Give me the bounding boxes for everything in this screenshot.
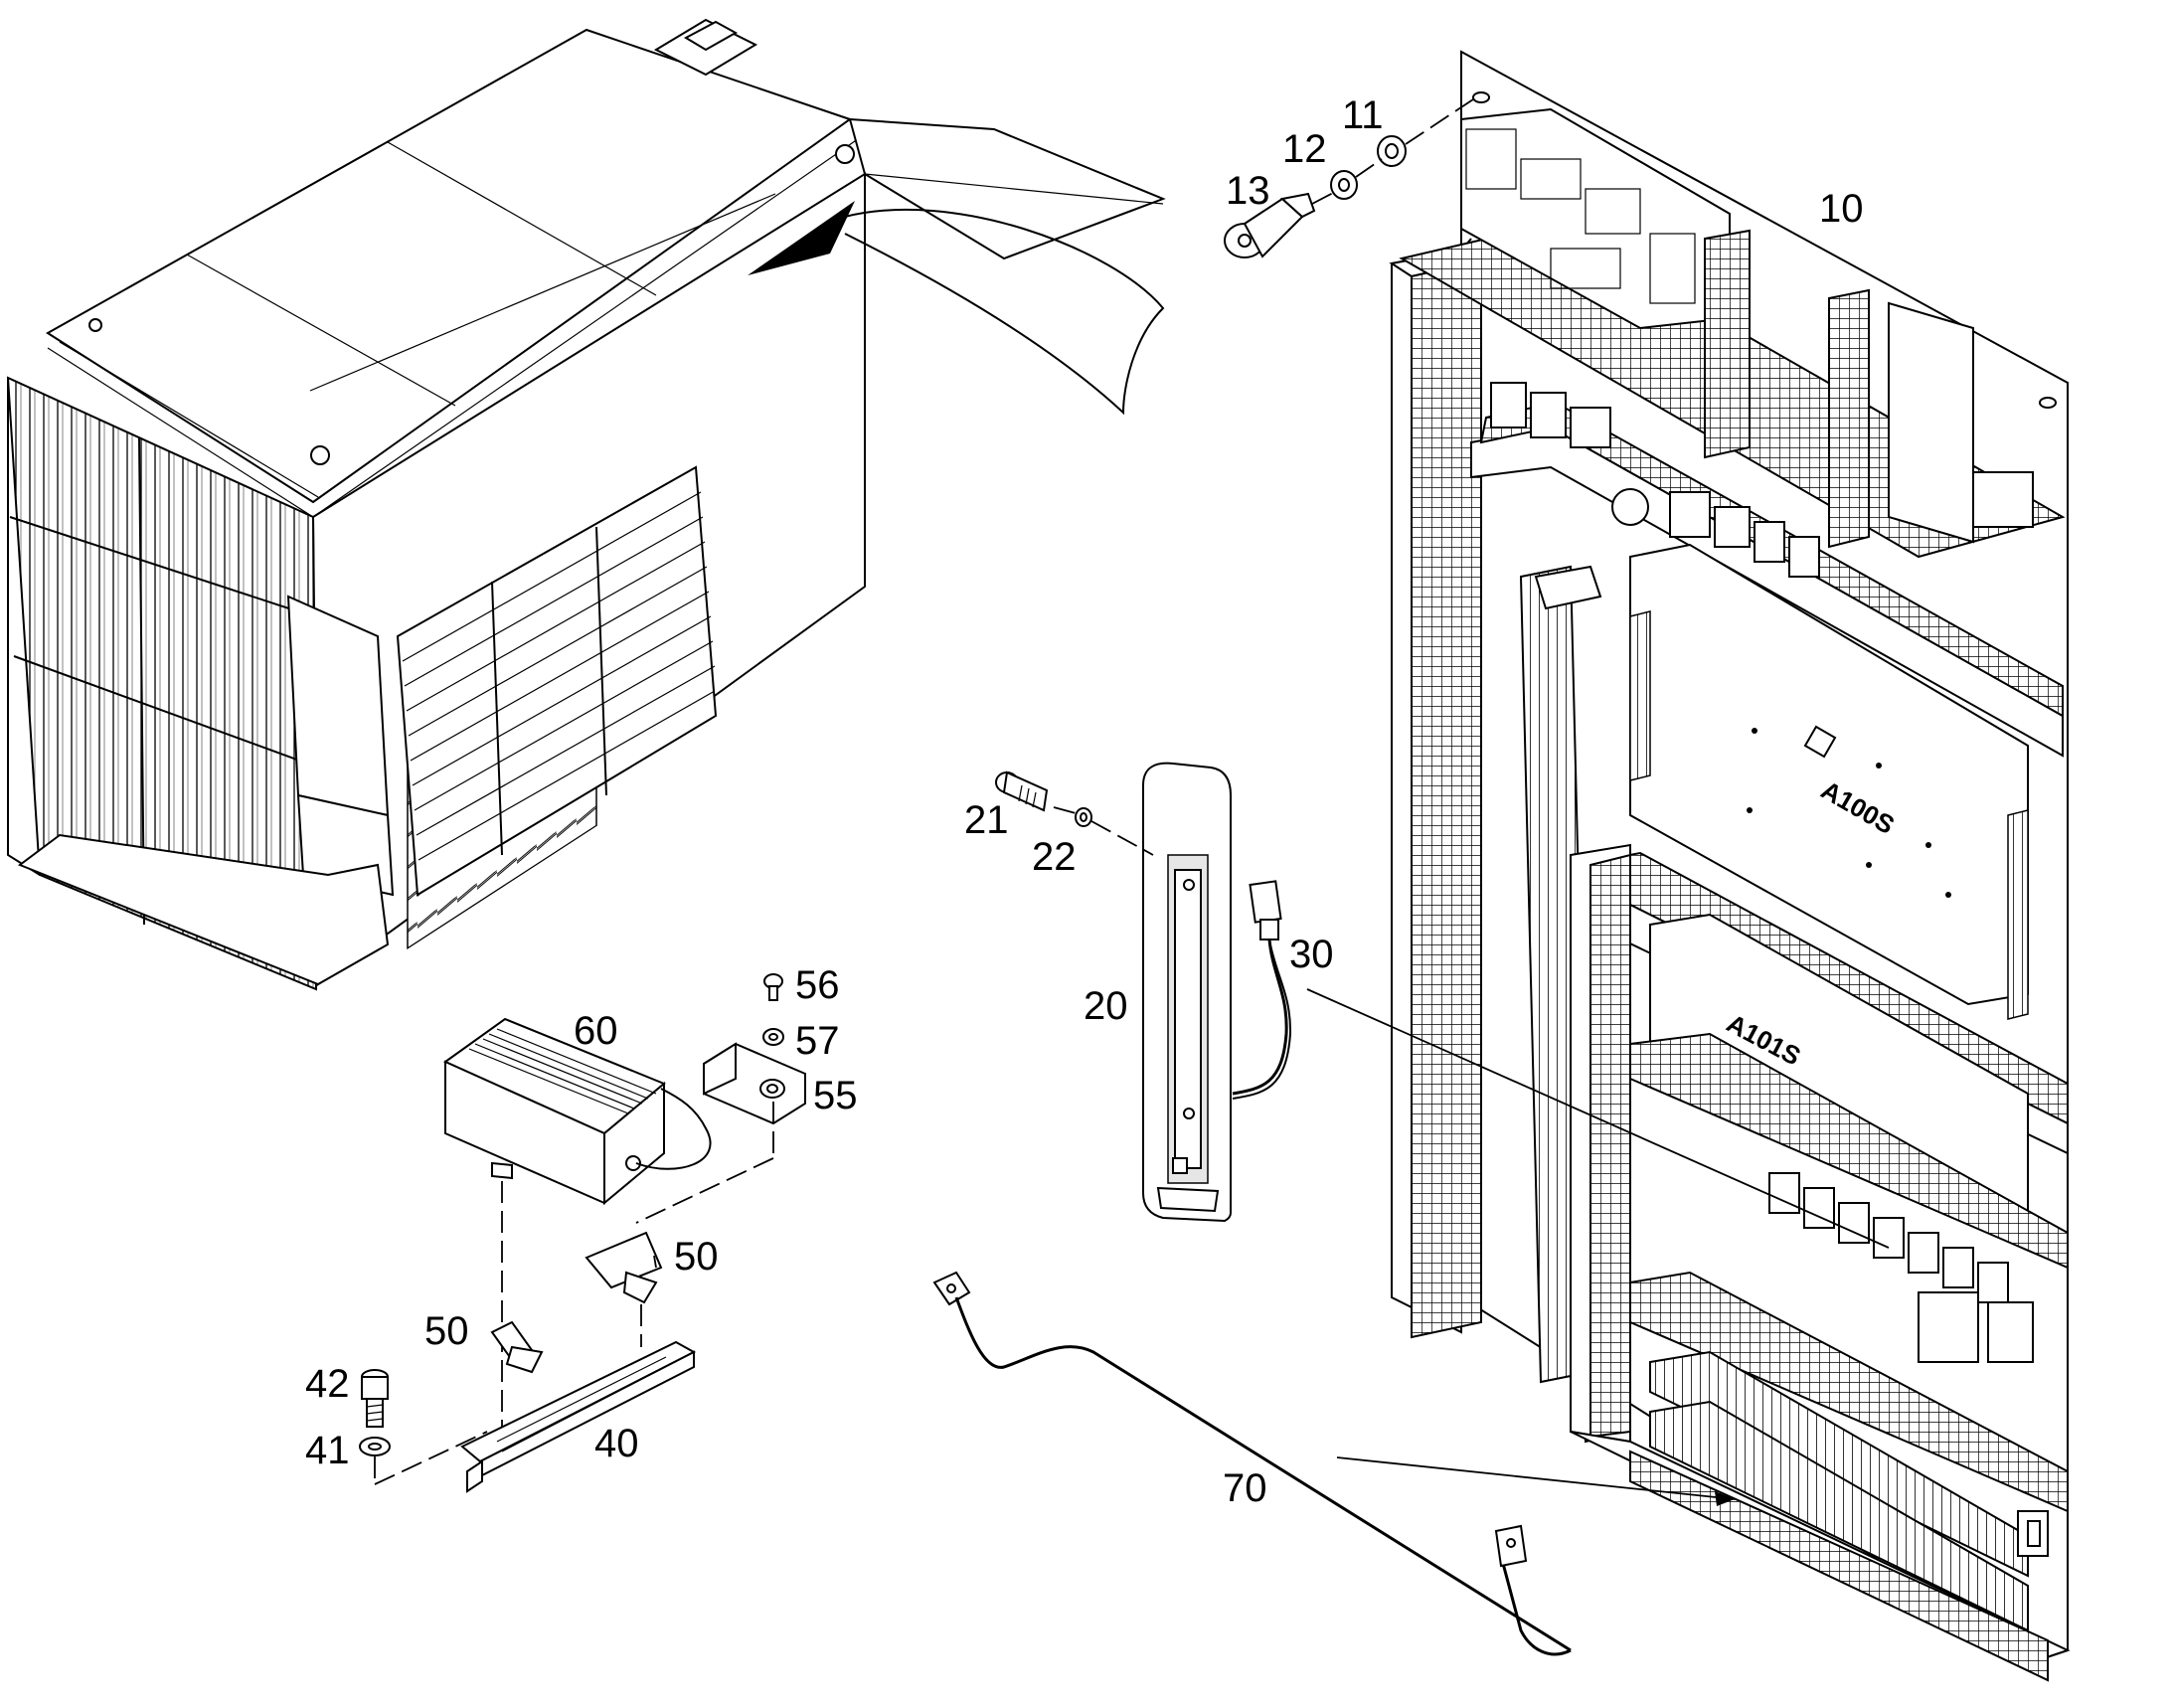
callout-13: 13 bbox=[1226, 169, 1270, 213]
callout-41: 41 bbox=[305, 1429, 350, 1472]
callout-50-upper: 50 bbox=[674, 1235, 719, 1279]
cabinet-overview-drawing bbox=[6, 18, 1166, 991]
callout-60: 60 bbox=[574, 1009, 618, 1053]
leader-lines bbox=[653, 988, 1890, 1506]
callout-10: 10 bbox=[1819, 187, 1864, 231]
callout-55: 55 bbox=[813, 1074, 858, 1117]
part-30-cable bbox=[1232, 880, 1292, 1100]
part-20-lamp bbox=[1142, 762, 1232, 1223]
part-40-din-rail bbox=[460, 1340, 697, 1493]
part-70-earth-cable bbox=[932, 1271, 1572, 1656]
callout-70: 70 bbox=[1223, 1466, 1267, 1510]
callout-21: 21 bbox=[964, 798, 1009, 842]
screw-21 bbox=[995, 770, 1049, 812]
callout-56: 56 bbox=[795, 963, 840, 1007]
screw-56 bbox=[763, 973, 783, 1001]
mounting-plate-assembly: A100S A101S bbox=[1389, 50, 2071, 1682]
screw-42 bbox=[361, 1369, 389, 1428]
callout-50-lower: 50 bbox=[424, 1309, 469, 1353]
part-60-heater bbox=[443, 1017, 712, 1206]
washer-11 bbox=[1377, 135, 1407, 167]
washer-12 bbox=[1330, 170, 1358, 200]
callout-12: 12 bbox=[1282, 127, 1327, 171]
screw-washer-set bbox=[1224, 98, 1474, 258]
part-50-clip-b bbox=[490, 1320, 544, 1374]
washer-57 bbox=[762, 1028, 784, 1046]
callout-30: 30 bbox=[1289, 933, 1334, 976]
washer-22 bbox=[1075, 807, 1092, 827]
callout-20: 20 bbox=[1084, 984, 1128, 1028]
callout-40: 40 bbox=[594, 1422, 639, 1465]
part-50-clip-a bbox=[585, 1231, 663, 1304]
part-55-bracket bbox=[703, 1042, 806, 1125]
washer-41 bbox=[359, 1437, 391, 1456]
callout-22: 22 bbox=[1032, 835, 1077, 879]
callout-42: 42 bbox=[305, 1362, 350, 1406]
screw-13 bbox=[1224, 192, 1316, 258]
callout-57: 57 bbox=[795, 1019, 840, 1063]
callout-11: 11 bbox=[1342, 93, 1384, 137]
